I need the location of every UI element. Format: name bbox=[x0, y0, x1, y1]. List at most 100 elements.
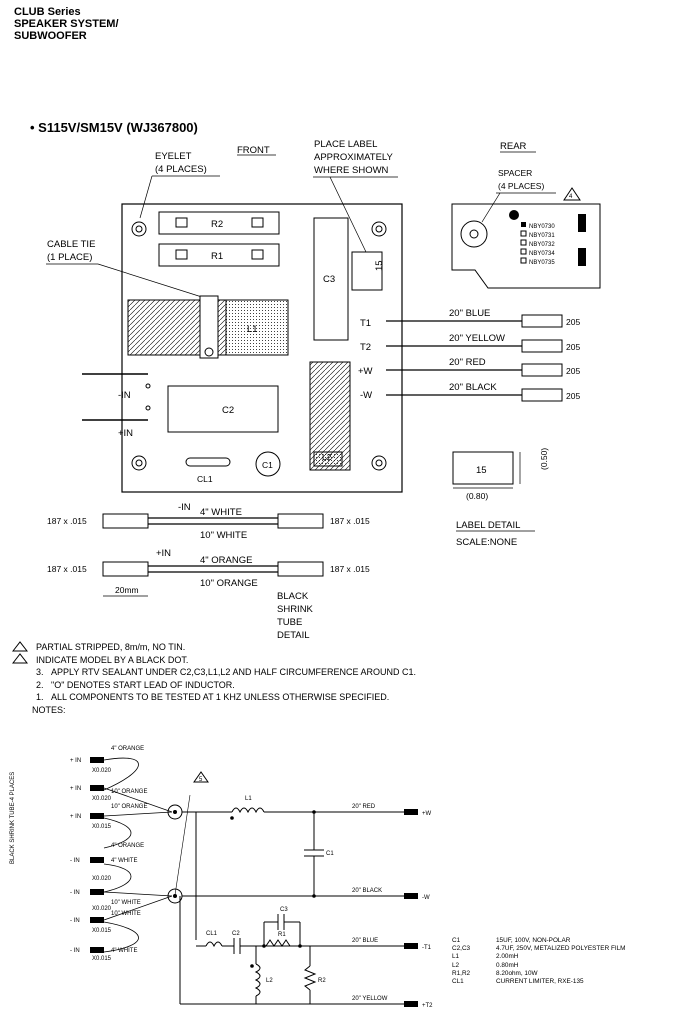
svg-text:20" YELLOW: 20" YELLOW bbox=[449, 333, 505, 344]
svg-text:20" BLACK: 20" BLACK bbox=[352, 888, 382, 894]
svg-text:R2: R2 bbox=[211, 219, 223, 230]
note-4-icon bbox=[11, 653, 29, 664]
header-line-2: SPEAKER SYSTEM/ bbox=[14, 18, 119, 30]
note-5: PARTIAL STRIPPED, 8m/m, NO TIN. bbox=[36, 642, 186, 652]
crossover-board: R2 R1 L1 C3 15 C2 C1 CL1 L2 T1 T2 +W -W bbox=[82, 203, 403, 493]
svg-text:10" ORANGE: 10" ORANGE bbox=[111, 804, 147, 810]
svg-text:X0.020: X0.020 bbox=[92, 876, 112, 882]
eyelet-icon bbox=[131, 221, 147, 237]
eyelet-label-1: EYELET bbox=[155, 151, 192, 162]
note-3: 3. APPLY RTV SEALANT UNDER C2,C3,L1,L2 A… bbox=[36, 667, 416, 678]
svg-text:4" WHITE: 4" WHITE bbox=[111, 858, 137, 864]
capacitor-c3 bbox=[313, 217, 349, 341]
spacer-label-1: SPACER bbox=[498, 168, 532, 178]
note-5-icon bbox=[11, 641, 29, 652]
place-label-1: PLACE LABEL bbox=[314, 139, 377, 150]
svg-text:BLACK SHRINK TUBE-4 PLACES: BLACK SHRINK TUBE-4 PLACES bbox=[10, 772, 16, 864]
svg-text:C1: C1 bbox=[262, 460, 273, 470]
svg-text:20" YELLOW: 20" YELLOW bbox=[352, 996, 388, 1002]
svg-text:C2: C2 bbox=[222, 405, 234, 416]
svg-text:C3: C3 bbox=[280, 907, 288, 913]
svg-text:R2: R2 bbox=[318, 978, 326, 984]
svg-text:LABEL DETAIL: LABEL DETAIL bbox=[456, 520, 520, 531]
current-limiter-cl1 bbox=[185, 457, 231, 467]
input-harness: -IN +IN 187 x .015 187 x .015 187 x .015… bbox=[47, 502, 370, 641]
svg-text:L2: L2 bbox=[322, 452, 332, 462]
svg-text:+IN: +IN bbox=[156, 548, 171, 559]
svg-text:BLACK: BLACK bbox=[277, 591, 309, 602]
svg-text:+W: +W bbox=[422, 811, 432, 817]
svg-text:CL1: CL1 bbox=[206, 931, 218, 937]
svg-text:- IN: - IN bbox=[70, 918, 80, 924]
inductor-l1: L1 bbox=[127, 295, 289, 359]
svg-text:SHRINK: SHRINK bbox=[277, 604, 314, 615]
inductor-l2: L2 bbox=[309, 361, 351, 471]
svg-text:X0.015: X0.015 bbox=[92, 956, 112, 962]
svg-text:187 x .015: 187 x .015 bbox=[47, 564, 87, 574]
svg-text:15: 15 bbox=[476, 465, 487, 476]
svg-text:T2: T2 bbox=[360, 342, 371, 353]
svg-text:SCALE:NONE: SCALE:NONE bbox=[456, 537, 517, 548]
svg-text:-IN: -IN bbox=[118, 390, 131, 401]
svg-text:X0.020: X0.020 bbox=[92, 768, 112, 774]
svg-text:R1: R1 bbox=[278, 932, 286, 938]
svg-text:20" BLUE: 20" BLUE bbox=[449, 308, 490, 319]
svg-text:20mm: 20mm bbox=[115, 585, 139, 595]
svg-text:- IN: - IN bbox=[70, 948, 80, 954]
svg-text:4" ORANGE: 4" ORANGE bbox=[111, 843, 144, 849]
svg-text:187 x .015: 187 x .015 bbox=[330, 564, 370, 574]
svg-text:205: 205 bbox=[566, 391, 580, 401]
svg-text:-W: -W bbox=[422, 895, 430, 901]
placed-label bbox=[351, 251, 383, 291]
notes-section: PARTIAL STRIPPED, 8m/m, NO TIN. INDICATE… bbox=[32, 641, 416, 717]
svg-text:X0.015: X0.015 bbox=[92, 824, 112, 830]
svg-text:205: 205 bbox=[566, 342, 580, 352]
svg-text:(0.50): (0.50) bbox=[539, 448, 549, 470]
svg-text:X0.020: X0.020 bbox=[92, 906, 112, 912]
svg-text:5: 5 bbox=[199, 777, 203, 783]
svg-text:L1: L1 bbox=[245, 796, 252, 802]
svg-text:+IN: +IN bbox=[118, 428, 133, 439]
place-label-3: WHERE SHOWN bbox=[314, 165, 389, 176]
svg-text:C3: C3 bbox=[323, 274, 335, 285]
label-detail: 15 (0.50) (0.80) LABEL DETAIL SCALE:NONE bbox=[452, 448, 549, 548]
cable-tie-label-2: (1 PLACE) bbox=[47, 252, 92, 263]
svg-text:187 x .015: 187 x .015 bbox=[330, 516, 370, 526]
svg-text:20" RED: 20" RED bbox=[449, 357, 486, 368]
eyelet-icon bbox=[131, 455, 147, 471]
svg-text:10" WHITE: 10" WHITE bbox=[111, 911, 141, 917]
svg-text:+T2: +T2 bbox=[422, 1003, 433, 1009]
svg-text:4" ORANGE: 4" ORANGE bbox=[111, 746, 144, 752]
svg-text:C2: C2 bbox=[232, 931, 240, 937]
svg-text:NBY0734: NBY0734 bbox=[529, 251, 555, 257]
cable-tie-label-1: CABLE TIE bbox=[47, 239, 95, 250]
eyelet-icon bbox=[371, 221, 387, 237]
svg-text:20" BLACK: 20" BLACK bbox=[449, 382, 497, 393]
svg-text:+W: +W bbox=[358, 366, 373, 377]
svg-text:4" ORANGE: 4" ORANGE bbox=[200, 555, 252, 566]
svg-text:205: 205 bbox=[566, 317, 580, 327]
svg-text:10" ORANGE: 10" ORANGE bbox=[111, 789, 147, 795]
svg-text:10" WHITE: 10" WHITE bbox=[200, 530, 247, 541]
capacitor-c1 bbox=[255, 451, 281, 477]
svg-text:NBY0731: NBY0731 bbox=[529, 233, 555, 239]
svg-text:CL1: CL1 bbox=[197, 474, 213, 484]
rear-label: REAR bbox=[500, 141, 527, 152]
header-line-3: SUBWOOFER bbox=[14, 30, 87, 42]
resistor-r2 bbox=[158, 211, 280, 235]
svg-text:10" WHITE: 10" WHITE bbox=[111, 900, 141, 906]
svg-text:DETAIL: DETAIL bbox=[277, 630, 310, 641]
svg-text:+ IN: + IN bbox=[70, 786, 81, 792]
output-wires: 20" BLUE 20" YELLOW 20" RED 20" BLACK 20… bbox=[386, 308, 580, 402]
svg-text:4" WHITE: 4" WHITE bbox=[111, 948, 137, 954]
svg-text:20" BLUE: 20" BLUE bbox=[352, 938, 378, 944]
eyelet-icon bbox=[371, 455, 387, 471]
svg-text:NBY0735: NBY0735 bbox=[529, 260, 555, 266]
svg-text:NBY0732: NBY0732 bbox=[529, 242, 555, 248]
